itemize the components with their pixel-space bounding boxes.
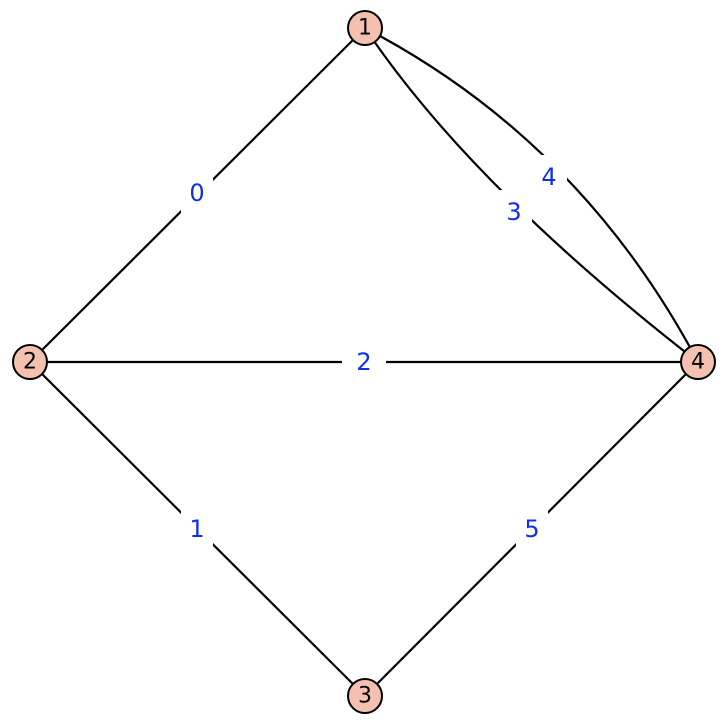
edge-label-3: 3 (496, 190, 532, 234)
edge-label-4: 4 (531, 155, 567, 199)
node-2-circle (12, 344, 48, 380)
edge-label-1: 1 (181, 507, 213, 551)
edge-label-5-text: 5 (524, 515, 539, 543)
node-4[interactable]: 4 (680, 344, 716, 380)
node-3-circle (347, 678, 383, 714)
node-3[interactable]: 3 (347, 678, 383, 714)
edge-label-3-text: 3 (506, 198, 521, 226)
node-4-circle (680, 344, 716, 380)
node-2-label: 2 (23, 350, 37, 375)
edge-label-0: 0 (181, 171, 213, 215)
node-1[interactable]: 1 (347, 10, 383, 46)
edge-label-2: 2 (342, 348, 386, 376)
node-3-label: 3 (358, 684, 372, 709)
edge-label-1-text: 1 (189, 515, 204, 543)
node-2[interactable]: 2 (12, 344, 48, 380)
edge-labels: 0 1 2 3 4 5 (181, 155, 567, 551)
edge-label-5: 5 (516, 507, 548, 551)
edge-label-0-text: 0 (189, 179, 204, 207)
node-1-circle (347, 10, 383, 46)
edge-label-4-text: 4 (541, 163, 556, 191)
node-4-label: 4 (691, 350, 705, 375)
nodes: 1 2 3 4 (12, 10, 716, 714)
edge-label-2-text: 2 (356, 348, 371, 376)
node-1-label: 1 (358, 16, 372, 41)
